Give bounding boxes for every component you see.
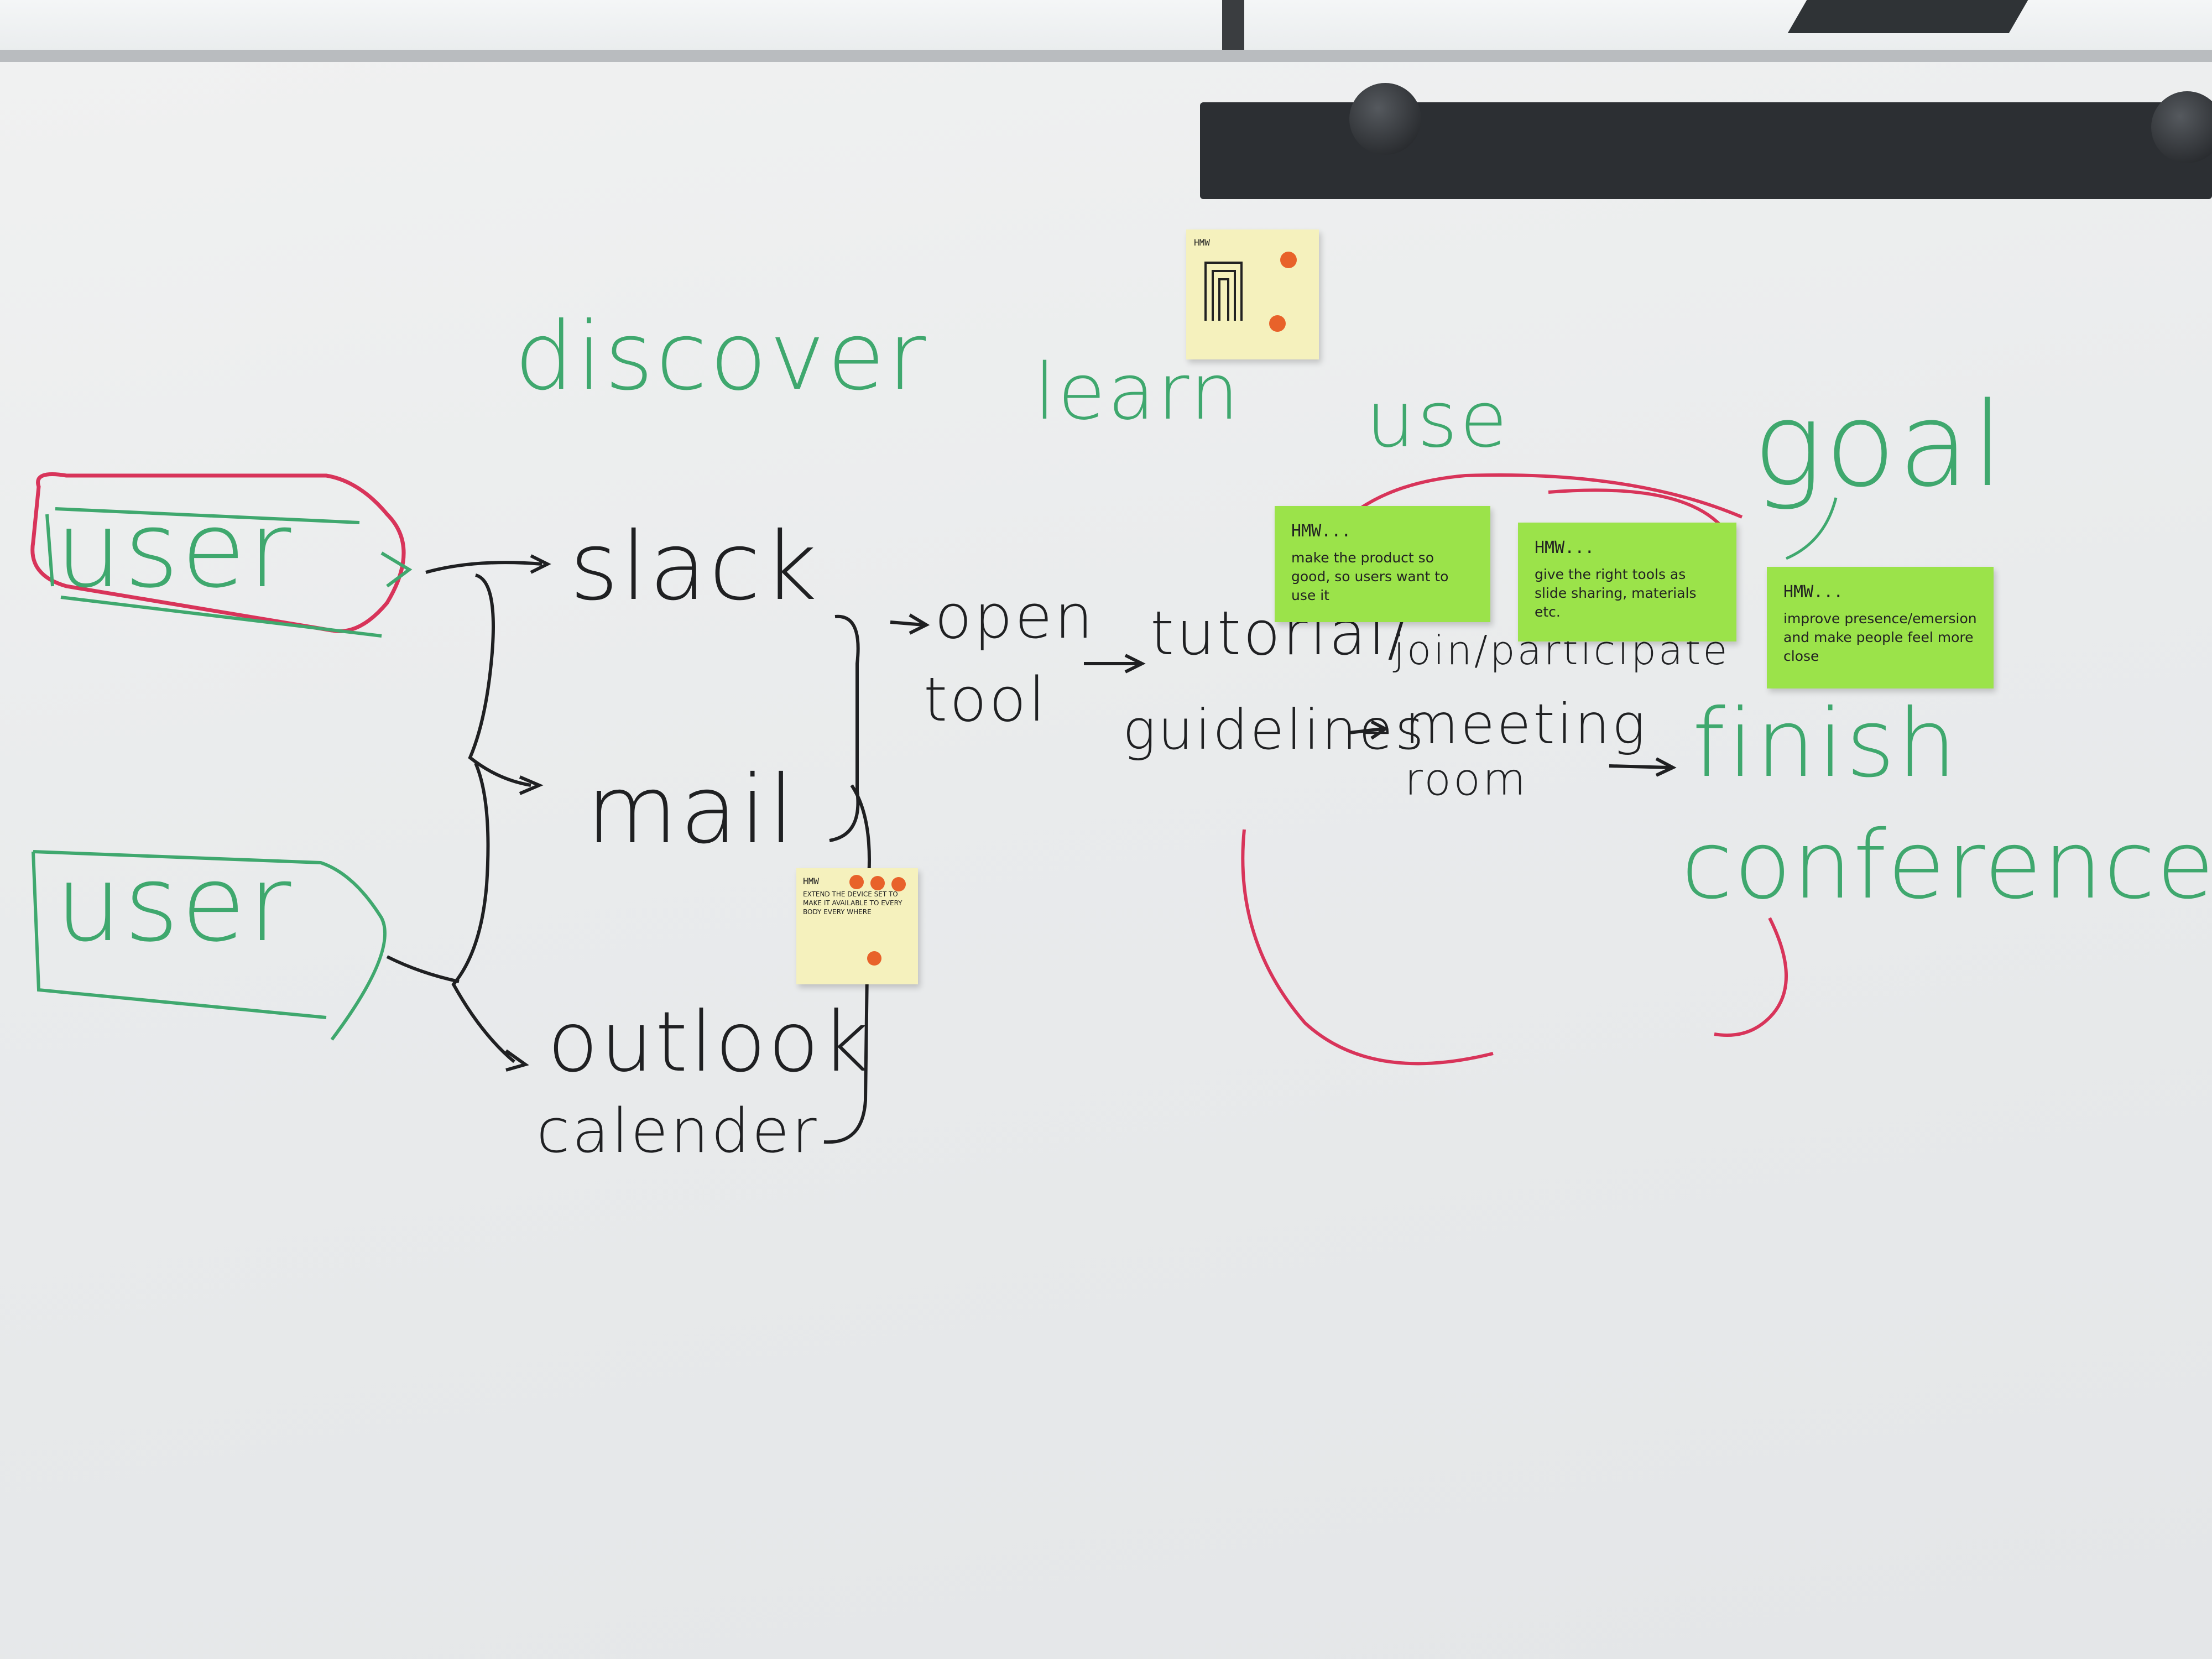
vote-dot — [1280, 252, 1297, 268]
channel-mail: mail — [586, 755, 797, 865]
whiteboard — [0, 50, 2212, 1659]
sticky-body: make the product so good, so users want … — [1291, 550, 1449, 603]
flow-room: room — [1405, 754, 1528, 805]
stage-use: use — [1366, 375, 1510, 465]
sticky-body: EXTEND THE DEVICE SET TO MAKE IT AVAILAB… — [803, 890, 902, 916]
rail-knob — [1349, 83, 1421, 155]
arrow-to-meeting — [1349, 720, 1389, 740]
sticky-note-hmw-3: HMW... improve presence/emersion and mak… — [1767, 567, 1994, 688]
red-loop-left — [1241, 829, 1494, 1066]
user-outline-green-2 — [32, 850, 387, 1041]
sticky-note-hmw-2: HMW... give the right tools as slide sha… — [1518, 523, 1736, 641]
flow-guidelines: guidelines — [1123, 697, 1426, 762]
sketch-icon — [1204, 262, 1243, 321]
vote-dot — [891, 877, 906, 891]
sticky-note-hmw-1: HMW... make the product so good, so user… — [1275, 506, 1490, 622]
arrow-to-open-tool — [890, 613, 930, 635]
sticky-note-hmw-device: HMW EXTEND THE DEVICE SET TO MAKE IT AVA… — [796, 868, 918, 984]
user-outline-green — [45, 507, 413, 638]
vote-dot — [1269, 315, 1286, 332]
arrow-to-outlook — [451, 762, 529, 1072]
sticky-body: improve presence/emersion and make peopl… — [1783, 611, 1977, 664]
rail-knob — [2151, 91, 2212, 163]
sticky-head: HMW... — [1783, 582, 1844, 602]
actor-user-1: user — [55, 489, 294, 611]
arrow-to-tutorial — [1084, 654, 1146, 674]
channel-slack: slack — [570, 512, 820, 622]
red-loop-right — [1714, 917, 1788, 1037]
arrow-to-slack — [425, 554, 551, 574]
vote-dot — [849, 875, 864, 889]
arrow-to-finish — [1609, 757, 1677, 777]
flow-open: open — [935, 581, 1095, 652]
stage-goal: goal — [1753, 377, 2006, 513]
goal-conference: conference — [1681, 811, 2212, 920]
stage-learn: learn — [1034, 347, 1241, 437]
channel-outlook: outlook — [547, 994, 872, 1091]
sticky-head: HMW... — [1535, 538, 1595, 557]
goal-finish: finish — [1692, 689, 1959, 799]
sticky-body: give the right tools as slide sharing, m… — [1535, 566, 1697, 620]
connector-user2 — [386, 955, 460, 983]
sticky-note-hmw-sketch: HMW — [1186, 229, 1319, 359]
vote-dot — [870, 876, 885, 890]
flow-tool: tool — [924, 664, 1048, 735]
flow-meeting: meeting — [1405, 692, 1647, 757]
sticky-head: HMW — [803, 876, 819, 886]
stage-discover: discover — [514, 302, 928, 411]
actor-user-2: user — [55, 843, 294, 965]
sticky-head: HMW... — [1291, 521, 1352, 541]
vote-dot — [867, 951, 881, 966]
arrow-to-mail — [468, 573, 544, 795]
sticky-head: HMW — [1194, 237, 1210, 248]
channel-calender: calender — [536, 1095, 819, 1166]
goal-stem — [1786, 497, 1838, 560]
